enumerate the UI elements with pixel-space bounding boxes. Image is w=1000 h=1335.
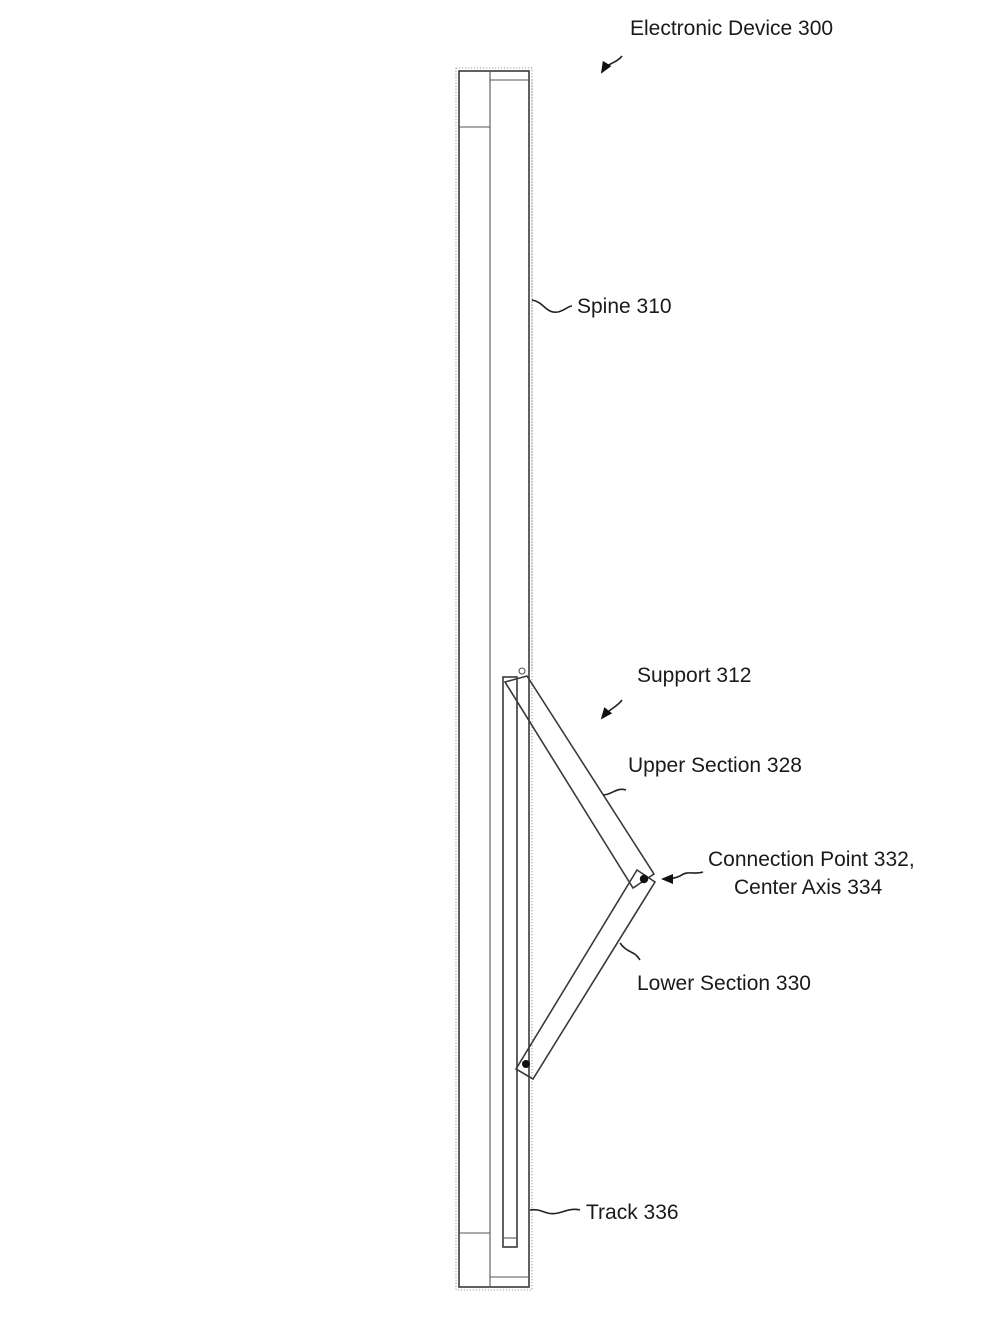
lower-section-leader bbox=[619, 942, 641, 961]
spine-leader bbox=[531, 299, 573, 313]
center-axis-label: Center Axis 334 bbox=[734, 876, 883, 899]
track-leader bbox=[529, 1208, 581, 1215]
upper-section-label: Upper Section 328 bbox=[628, 754, 802, 777]
labels: Electronic Device 300 Spine 310 Support … bbox=[577, 17, 915, 1224]
device-leader-arrow bbox=[600, 55, 623, 74]
lower-section-label: Lower Section 330 bbox=[637, 972, 811, 995]
device-label: Electronic Device 300 bbox=[630, 17, 833, 40]
track bbox=[502, 667, 526, 1248]
connection-point-leader-arrow bbox=[661, 871, 704, 884]
track-label: Track 336 bbox=[586, 1201, 679, 1224]
support-label: Support 312 bbox=[637, 664, 751, 687]
leader-lines bbox=[529, 55, 704, 1215]
upper-section-bar bbox=[503, 675, 656, 890]
track-rail bbox=[502, 676, 518, 1248]
spine-label: Spine 310 bbox=[577, 295, 672, 318]
connection-point-pivot bbox=[639, 874, 649, 884]
connection-point-label: Connection Point 332, bbox=[708, 848, 915, 871]
upper-section-leader bbox=[602, 788, 627, 796]
support-leader-arrow bbox=[600, 699, 623, 720]
lower-section-bar bbox=[514, 868, 657, 1081]
track-top-pin bbox=[518, 667, 526, 675]
support bbox=[503, 675, 657, 1081]
lower-pivot bbox=[522, 1060, 530, 1068]
device-body bbox=[455, 67, 533, 1291]
device-dotted-edge bbox=[455, 67, 533, 1291]
